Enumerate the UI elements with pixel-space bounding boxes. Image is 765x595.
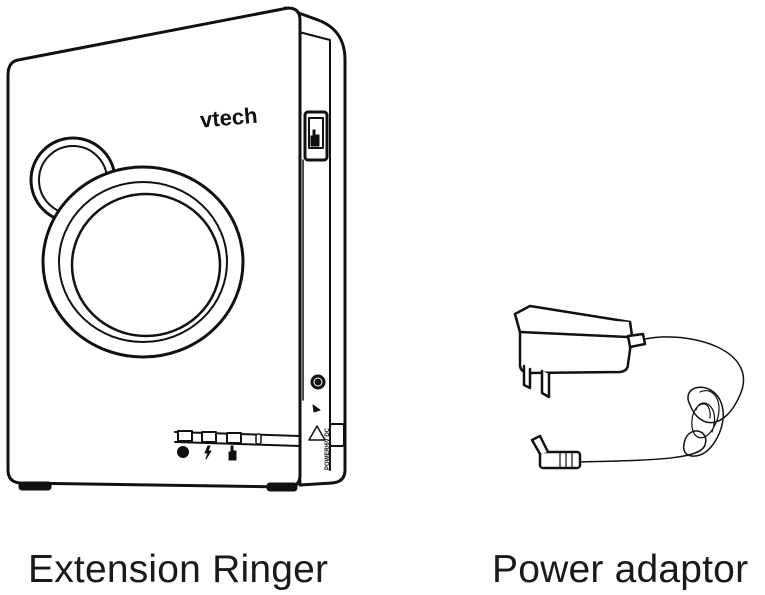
led-hand [227,433,241,443]
led-slot [256,434,261,444]
brand-logo: vtech [199,103,258,133]
ringer-foot-left [20,483,50,489]
port-label: POWER/6V DC [325,427,331,470]
adaptor-prong-left [524,366,530,388]
led-power [202,432,216,442]
dc-plug-tip [532,436,548,454]
caption-extension-ringer: Extension Ringer [28,548,328,592]
alert-icon [179,448,188,457]
extension-ringer [8,8,345,490]
adaptor-prong-right [542,371,549,397]
ringer-foot-right [268,484,296,490]
power-adaptor [515,306,744,468]
large-speaker-inner [72,194,220,336]
side-port [330,424,344,446]
power-jack-pin [316,380,320,384]
adaptor-body [515,314,632,373]
led-alert [178,431,192,441]
adaptor-strain-relief [628,334,645,347]
caption-power-adaptor: Power adaptor [492,548,748,592]
